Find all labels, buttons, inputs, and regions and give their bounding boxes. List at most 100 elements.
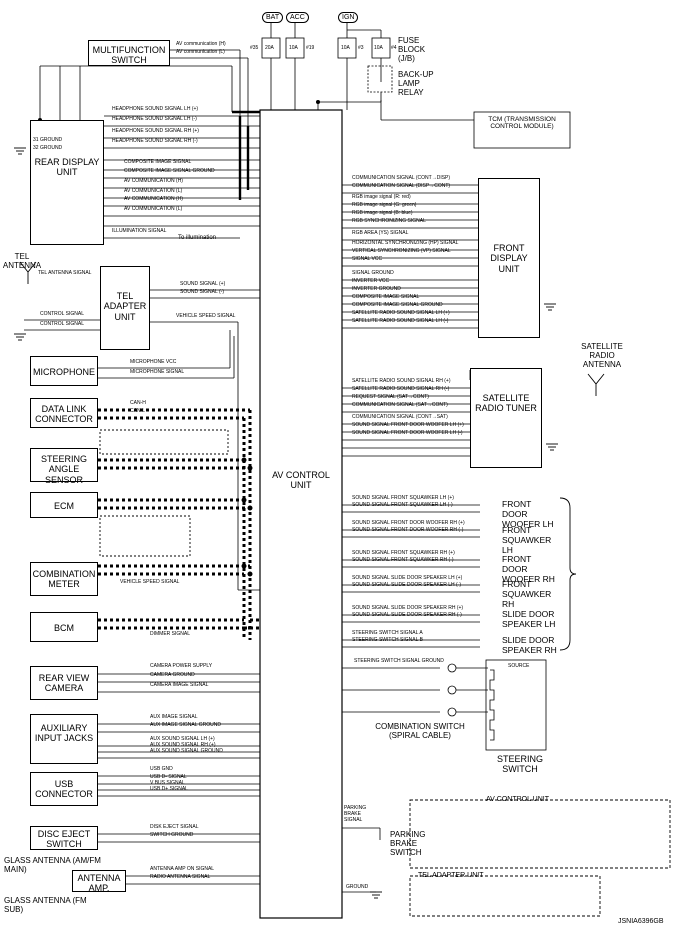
front-display-unit: FRONT DISPLAY UNIT [478,178,540,338]
ground-32-label: 32 GROUND [33,145,63,151]
signal-label-left: AUX SOUND SIGNAL LH (+) [150,736,215,742]
signal-label-left: CAN-H [130,400,146,406]
signal-label-left: HEADPHONE SOUND SIGNAL LH (+) [112,106,199,112]
rear-display-unit: REAR DISPLAY UNIT 31 GROUND 32 GROUND [30,120,104,245]
signal-label-left: AV communication (L) [176,49,225,55]
signal-label-left: AV COMMUNICATION (H) [124,178,183,184]
steering-angle-sensor-label: STEERING ANGLE SENSOR [40,454,87,485]
signal-label-left: SOUND SIGNAL (-) [180,289,224,295]
source-label: SOURCE [508,663,530,669]
signal-label-left: CAMERA POWER SUPPLY [150,663,213,669]
acc-label: ACC [286,12,309,23]
signal-label-left: CONTROL SIGNAL [40,321,84,327]
signal-label-right: COMPOSITE IMAGE SIGNAL [352,294,420,300]
steering-switch-label: STEERING SWITCH [496,754,543,775]
signal-label-left: AV COMMUNICATION (L) [124,206,183,212]
signal-label-left: ANTENNA AMP ON SIGNAL [150,866,215,872]
tel-adapter-unit-connector-title: TEL ADAPTER UNIT [418,872,484,879]
usb-connector-label: USB CONNECTOR [35,779,93,800]
signal-label-right: RGB image signal (B: blue) [352,210,413,216]
signal-label-left: AV COMMUNICATION (H) [124,196,183,202]
signal-label-left: CAMERA GROUND [150,672,195,678]
signal-label-left: MICROPHONE VCC [130,359,177,365]
tcm-label: TCM (TRANSMISSION CONTROL MODULE) [488,116,556,131]
signal-label-left: HEADPHONE SOUND SIGNAL LH (-) [112,116,197,122]
tel-adapter-unit-label: TEL ADAPTER UNIT [103,291,147,322]
signal-label-right: COMMUNICATION SIGNAL (CONT→DISP) [352,175,451,181]
signal-label-left: CONTROL SIGNAL [40,311,84,317]
signal-label-right: SATELLITE RADIO SOUND SIGNAL RH (-) [352,386,450,392]
antenna-amp-label: ANTENNA AMP. [77,873,121,894]
combination-meter: COMBINATION METER [30,562,98,596]
signal-label-right: SATELLITE RADIO SOUND SIGNAL LH (+) [352,310,450,316]
signal-label-left: VEHICLE SPEED SIGNAL [176,313,236,319]
signal-label-right: VERTICAL SYNCHRONIZING (VP) SIGNAL [352,248,451,254]
fuse-35-amp: 20A [265,45,274,51]
multifunction-switch: MULTIFUNCTION SWITCH [88,40,170,66]
parking-brake-switch-label: PARKING BRAKE SWITCH [390,830,426,858]
signal-label-right: RGB AREA (YS) SIGNAL [352,230,409,236]
signal-label-right: SOUND SIGNAL SLIDE DOOR SPEAKER LH (-) [352,582,462,588]
backup-lamp-relay-label: BACK-UP LAMP RELAY [398,70,434,98]
auxiliary-input-jacks-label: AUXILIARY INPUT JACKS [34,723,94,744]
data-link-connector-label: DATA LINK CONNECTOR [35,404,93,425]
signal-label-left: USB D+ SIGNAL [150,786,188,792]
signal-label-right: SOUND SIGNAL FRONT DOOR WOOFER RH (-) [352,527,464,533]
parking-brake-signal-label: PARKING BRAKE SIGNAL [344,805,367,823]
combination-meter-label: COMBINATION METER [32,569,96,590]
signal-label-right: SOUND SIGNAL FRONT SQUAWKER RH (+) [352,550,455,556]
signal-label-right: SOUND SIGNAL FRONT DOOR WOOFER LH (+) [352,422,464,428]
signal-label-left: DISK EJECT SIGNAL [150,824,199,830]
tel-antenna-label: TEL ANTENNA [2,252,42,271]
signal-label-right: SOUND SIGNAL FRONT SQUAWKER LH (+) [352,495,454,501]
signal-label-right: SOUND SIGNAL FRONT SQUAWKER RH (-) [352,557,454,563]
signal-label-right: COMPOSITE IMAGE SIGNAL GROUND [352,302,443,308]
satellite-radio-antenna-label: SATELLITE RADIO ANTENNA [581,342,623,370]
tel-adapter-unit: TEL ADAPTER UNIT [100,266,150,350]
signal-label-left: ILLUMINATION SIGNAL [112,228,167,234]
to-illumination-label: To illumination [178,235,217,241]
signal-label-left: SWITCH GROUND [150,832,194,838]
signal-label-right: INVERTER GROUND [352,286,401,292]
slide-door-speaker-rh: SLIDE DOOR SPEAKER RH [502,635,557,655]
rear-display-unit-label: REAR DISPLAY UNIT [34,157,100,178]
front-door-woofer-lh: FRONT DOOR WOOFER LH [502,499,554,529]
satellite-radio-tuner: SATELLITE RADIO TUNER [470,368,542,468]
satellite-radio-tuner-label: SATELLITE RADIO TUNER [475,393,537,414]
ign-label: IGN [338,12,359,23]
signal-label-right: SOUND SIGNAL FRONT DOOR WOOFER RH (+) [352,520,465,526]
av-control-unit-label: AV CONTROL UNIT [272,470,330,491]
rear-view-camera: REAR VIEW CAMERA [30,666,98,700]
glass-antenna-sub-label: GLASS ANTENNA (FM SUB) [4,896,87,915]
signal-label-left: MICROPHONE SIGNAL [130,369,185,375]
signal-label-left: DIMMER SIGNAL [150,631,191,637]
signal-label-left: RADIO ANTENNA SIGNAL [150,874,211,880]
signal-label-right: COMMUNICATION SIGNAL (SAT→CONT) [352,402,448,408]
data-link-connector: DATA LINK CONNECTOR [30,398,98,428]
signal-label-right: SOUND SIGNAL SLIDE DOOR SPEAKER RH (-) [352,612,462,618]
signal-label-left: VEHICLE SPEED SIGNAL [120,579,180,585]
signal-label-left: AUX IMAGE SIGNAL [150,714,198,720]
bat-label: BAT [262,12,284,23]
fuse-3-num: #3 [358,45,364,51]
antenna-amp: ANTENNA AMP. [72,870,126,894]
signal-label-left: HEADPHONE SOUND SIGNAL RH (+) [112,128,199,134]
signal-label-right: RGB image signal (G: green) [352,202,417,208]
ecm-label: ECM [54,501,74,511]
fuse-4-num: #4 [391,45,397,51]
signal-label-left: AUX SOUND SIGNAL GROUND [150,748,223,754]
steering-angle-sensor: STEERING ANGLE SENSOR [30,448,98,485]
bcm: BCM [30,612,98,642]
ground-label: GROUND [346,884,369,890]
signal-label-right: INVERTER VCC [352,278,390,284]
signal-label-right: COMMUNICATION SIGNAL (CONT→SAT) [352,414,448,420]
signal-label-right: SOUND SIGNAL FRONT DOOR WOOFER LH (-) [352,430,463,436]
signal-label-right: SATELLITE RADIO SOUND SIGNAL LH (-) [352,318,449,324]
signal-label-right: SOUND SIGNAL SLIDE DOOR SPEAKER LH (+) [352,575,463,581]
signal-label-right: STEERING SWITCH SIGNAL A [352,630,423,636]
fuse-block-label: FUSE BLOCK (J/B) [398,36,426,64]
signal-label-left: AV communication (H) [176,41,226,47]
front-display-unit-label: FRONT DISPLAY UNIT [490,243,528,274]
signal-label-right: STEERING SWITCH SIGNAL B [352,637,423,643]
